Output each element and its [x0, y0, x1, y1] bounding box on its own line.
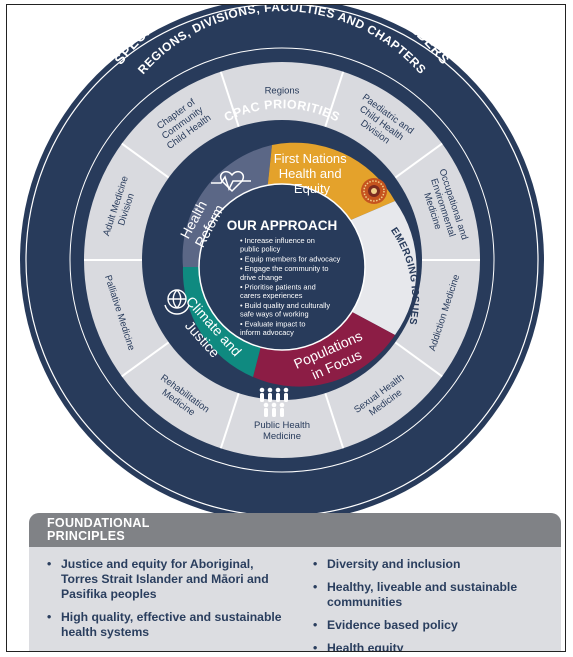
approach-title: OUR APPROACH	[227, 218, 338, 233]
segment-divider	[121, 341, 170, 378]
approach-item: • Evaluate impact to	[240, 319, 305, 328]
approach-list: • Increase influence on public policy• E…	[240, 236, 341, 337]
outer-ring-line-inner	[69, 47, 495, 473]
principle-item: Healthy, liveable and sustainable commun…	[311, 580, 551, 610]
foundational-principles-panel: FOUNDATIONAL PRINCIPLES Justice and equi…	[29, 513, 561, 651]
first-nations-label: First Nations Health and Equity	[274, 151, 351, 196]
approach-item: • Prioritise patients and	[240, 283, 316, 292]
foundational-principles-title: FOUNDATIONAL PRINCIPLES	[47, 516, 150, 543]
approach-item: public policy	[240, 245, 281, 254]
approach-circle	[198, 183, 366, 351]
principle-item: Evidence based policy	[311, 618, 551, 633]
segment-dividers	[84, 71, 480, 449]
heartbeat-icon	[211, 170, 251, 193]
approach-item: • Increase influence on	[240, 236, 315, 245]
segment-divider	[394, 341, 443, 378]
principles-right-column: Diversity and inclusion Healthy, liveabl…	[311, 557, 551, 651]
segment-divider	[324, 71, 345, 128]
segment-divider	[219, 71, 240, 128]
principles-left-column: Justice and equity for Aboriginal, Torre…	[45, 557, 285, 648]
globe-hands-icon	[164, 289, 190, 315]
approach-item: • Engage the community to	[240, 264, 328, 273]
segment-divider	[324, 392, 345, 449]
principle-item: Health equity	[311, 641, 551, 651]
approach-item: drive change	[240, 273, 282, 282]
principle-item: Diversity and inclusion	[311, 557, 551, 572]
segment-label: Regions	[265, 86, 300, 97]
segment-divider	[394, 142, 443, 179]
approach-item: • Equip members for advocacy	[240, 254, 341, 263]
figure-frame: SPECIALTY SOCIETIES AND OTHER STAKEHOLDE…	[6, 4, 566, 652]
approach-item: carers experiences	[240, 291, 303, 300]
segment-divider	[219, 392, 240, 449]
segment-divider	[121, 142, 170, 179]
principle-item: High quality, effective and sustainable …	[45, 610, 285, 640]
indigenous-art-icon	[361, 178, 387, 204]
approach-item: inform advocacy	[240, 328, 294, 337]
approach-item: safe ways of working	[240, 310, 309, 319]
principle-item: Justice and equity for Aboriginal, Torre…	[45, 557, 285, 602]
foundational-principles-header: FOUNDATIONAL PRINCIPLES	[29, 513, 561, 547]
people-group-icon	[259, 387, 289, 417]
approach-item: • Build quality and culturally	[240, 301, 330, 310]
priorities-wheel: SPECIALTY SOCIETIES AND OTHER STAKEHOLDE…	[20, 5, 544, 522]
first-nations-segment	[265, 142, 395, 225]
